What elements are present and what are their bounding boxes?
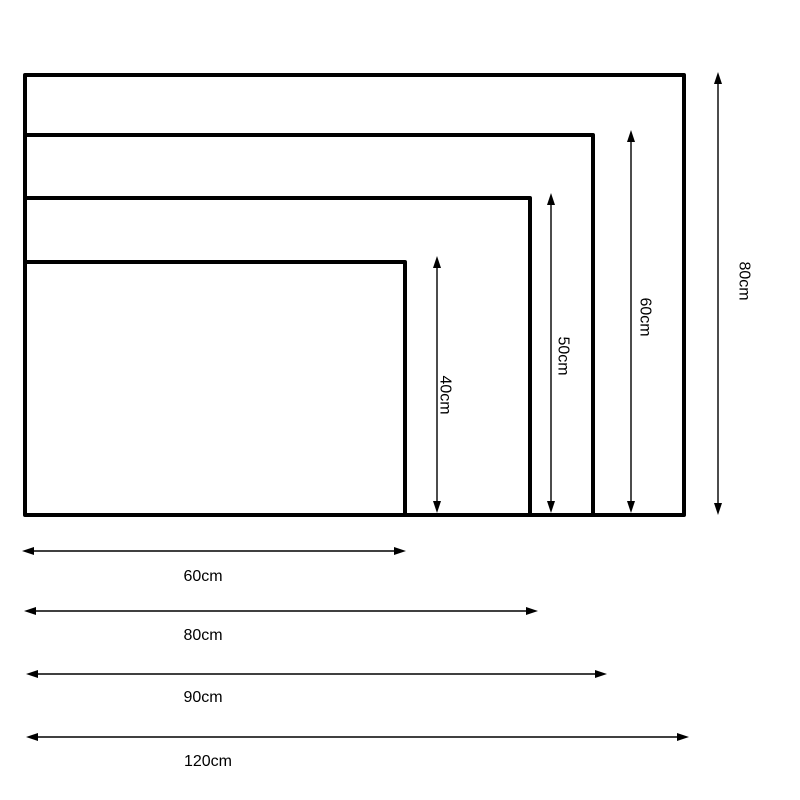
height-label-50: 50cm [555, 336, 572, 375]
height-label-60: 60cm [637, 297, 654, 336]
width-dimension-90: 90cm [26, 670, 607, 706]
frame-80x50 [23, 196, 532, 517]
width-label-80: 80cm [183, 627, 222, 644]
frame-120x80 [23, 73, 686, 517]
width-dimension-60: 60cm [22, 547, 406, 585]
width-dimension-80: 80cm [24, 607, 538, 644]
height-label-80: 80cm [736, 261, 753, 300]
height-dimension-60: 60cm [627, 130, 654, 513]
height-dimension-40: 40cm [433, 256, 454, 513]
frame-60x40 [23, 260, 407, 517]
width-label-60: 60cm [183, 568, 222, 585]
height-dimension-80: 80cm [714, 72, 753, 515]
width-label-120: 120cm [184, 753, 232, 770]
width-dimension-120: 120cm [26, 733, 689, 770]
height-dimension-50: 50cm [547, 193, 572, 513]
frame-90x60 [23, 133, 595, 517]
width-label-90: 90cm [183, 689, 222, 706]
height-label-40: 40cm [437, 375, 454, 414]
